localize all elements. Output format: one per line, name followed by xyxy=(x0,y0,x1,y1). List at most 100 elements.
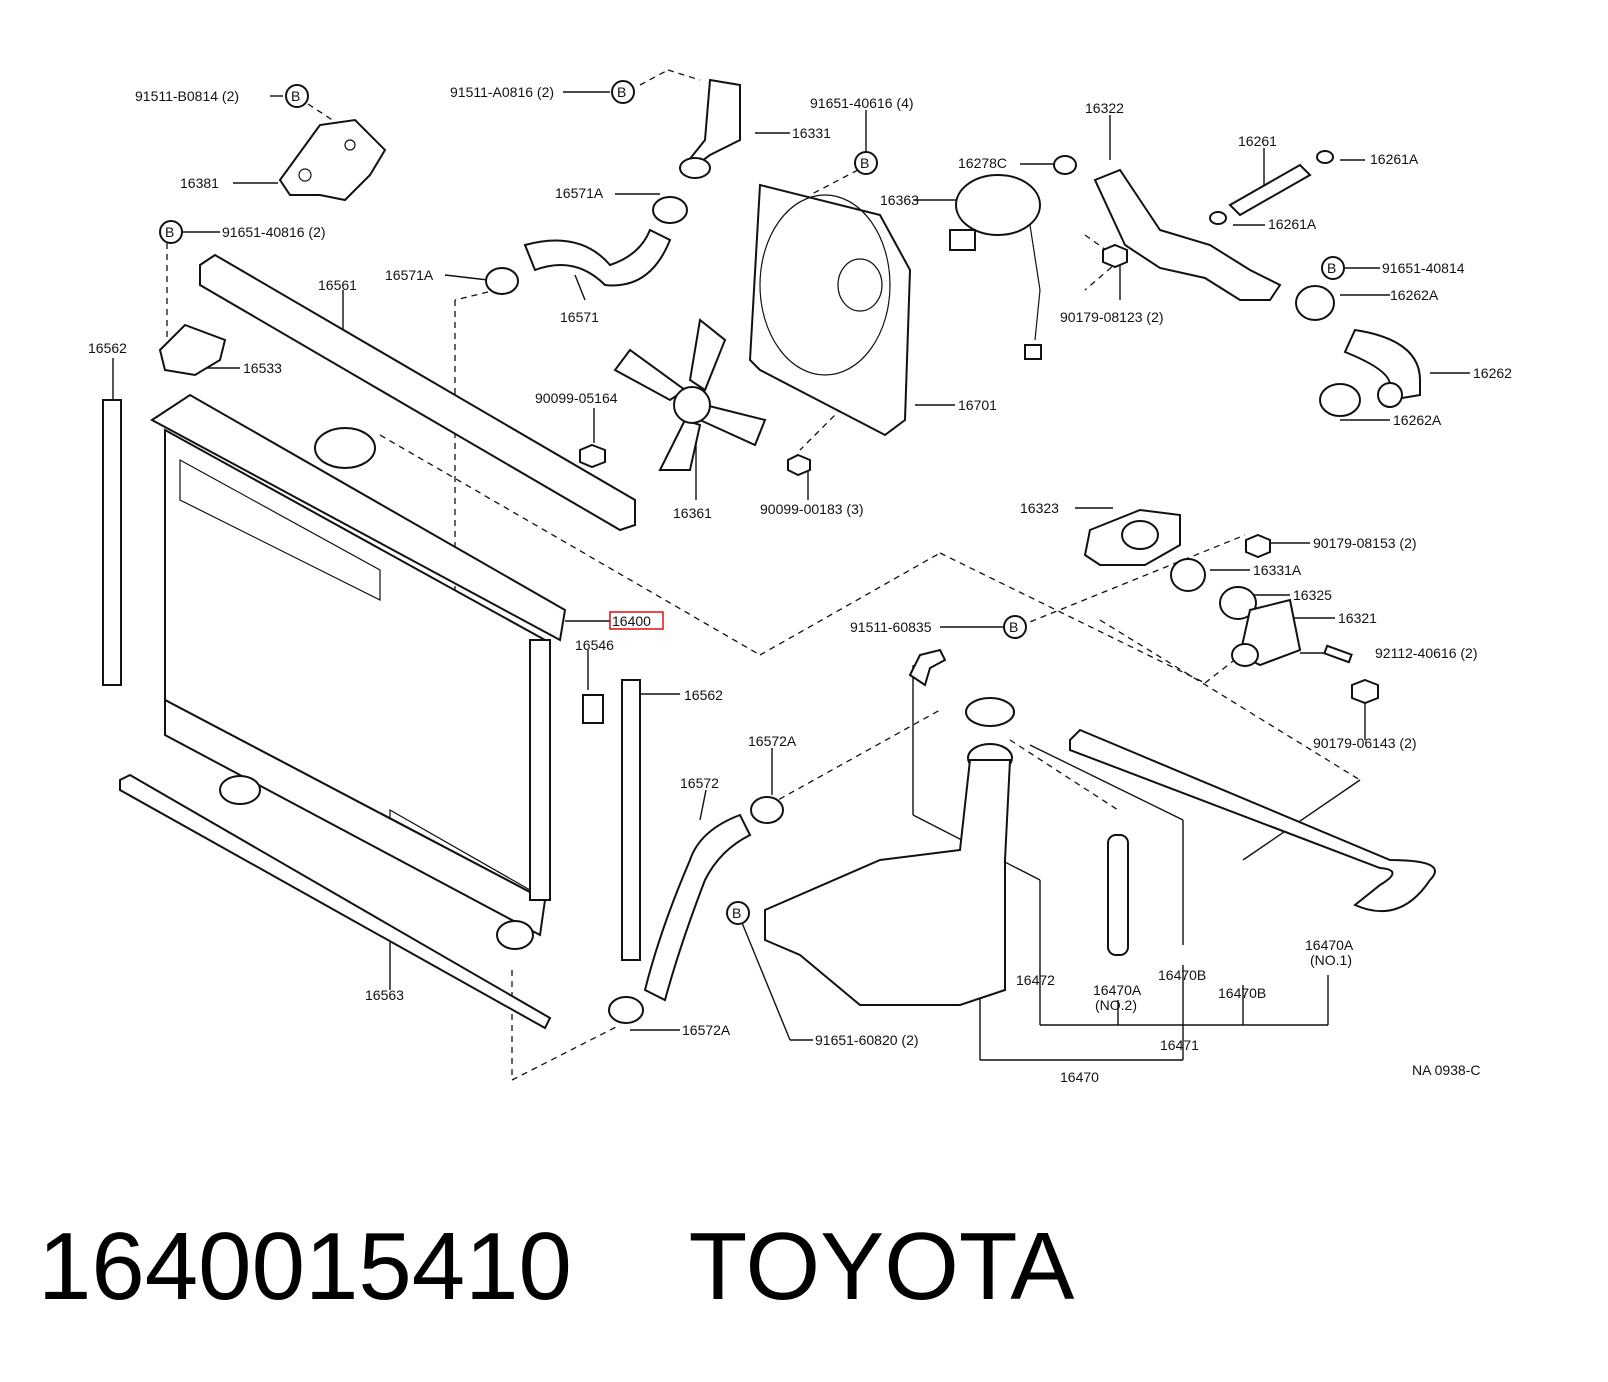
part-clamp-16571A-top xyxy=(652,196,688,224)
part-label: 16321 xyxy=(1338,610,1377,626)
bolt-symbol-circle xyxy=(611,80,635,104)
part-label: 91511-60835 xyxy=(850,619,932,635)
part-label: 90179-08123 (2) xyxy=(1060,309,1164,325)
part-stud-92112-40616 xyxy=(1323,644,1353,664)
part-clamp-16262A-bottom xyxy=(1319,383,1361,417)
part-label: 90099-05164 xyxy=(535,390,618,406)
bolt-symbols: B B B B B B B xyxy=(159,80,1345,925)
part-pad-16546 xyxy=(582,694,604,724)
figure-code: NA 0938-C xyxy=(1412,1062,1480,1078)
part-oring-16278C xyxy=(1053,155,1077,175)
part-label: 16470 xyxy=(1060,1069,1099,1085)
bolt-symbol: B xyxy=(1327,260,1336,276)
part-label: 16261A xyxy=(1370,151,1419,167)
part-label: 16572A xyxy=(682,1022,731,1038)
part-hose-16261 xyxy=(1209,150,1334,225)
part-hose-16470A-no1 xyxy=(1069,728,1436,913)
part-label: 16361 xyxy=(673,505,712,521)
bolt-symbol: B xyxy=(291,88,300,104)
bolt-symbol: B xyxy=(732,905,741,921)
part-bolt-90099-00183 xyxy=(787,453,811,477)
part-fan-16361 xyxy=(613,318,767,471)
part-seal-16562-left xyxy=(102,399,122,686)
part-nut-90179-08153 xyxy=(1245,533,1271,559)
part-label: 16470B xyxy=(1218,985,1266,1001)
part-pipe-16322 xyxy=(1093,168,1282,301)
part-thermostat-16331A xyxy=(1170,558,1206,592)
part-label: 16325 xyxy=(1293,587,1332,603)
parts-diagram: B B B B B B B 91511-B0814 (2) 91511-A081… xyxy=(88,69,1512,1085)
part-label: 16331A xyxy=(1253,562,1302,578)
part-label: 16331 xyxy=(792,125,831,141)
part-label: 16546 xyxy=(575,637,614,653)
part-nut-90179-06143 xyxy=(1351,678,1379,705)
part-hose-16262 xyxy=(1343,328,1421,408)
part-label: 16561 xyxy=(318,277,357,293)
bolt-symbol: B xyxy=(165,224,174,240)
part-bracket-16381 xyxy=(278,118,387,202)
part-radiator-16400 xyxy=(150,393,567,950)
caption: 1640015410 TOYOTA xyxy=(38,1212,1578,1332)
part-label: 16262 xyxy=(1473,365,1512,381)
part-label: 16278C xyxy=(958,155,1007,171)
part-clamp-16571A-left xyxy=(485,267,519,295)
part-label: 16562 xyxy=(88,340,127,356)
part-seal-16563 xyxy=(119,773,552,1030)
part-hose-16331 xyxy=(679,78,741,179)
part-label-highlighted: 16400 xyxy=(612,613,651,629)
bolt-symbol-circle xyxy=(159,220,183,244)
brand-name: TOYOTA xyxy=(688,1213,1075,1320)
part-inlet-16321 xyxy=(1231,598,1302,667)
part-label: 16572A xyxy=(748,733,797,749)
part-label: 92112-40616 (2) xyxy=(1375,645,1477,661)
part-label: 16701 xyxy=(958,397,997,413)
part-number: 1640015410 xyxy=(38,1213,572,1320)
part-hose-16470A-no2 xyxy=(1107,834,1129,956)
part-label: 16572 xyxy=(680,775,719,791)
part-hose-16571 xyxy=(523,228,672,287)
part-clamp-16572A-bottom xyxy=(608,996,644,1024)
bolt-symbol-circle xyxy=(1003,615,1027,639)
part-label: 16562 xyxy=(684,687,723,703)
part-label: 91651-40814 xyxy=(1382,260,1465,276)
part-label: 91651-40816 (2) xyxy=(222,224,326,240)
part-label: 16363 xyxy=(880,192,919,208)
bolt-symbol: B xyxy=(617,84,626,100)
part-label: 16381 xyxy=(180,175,219,191)
bolt-symbol-circle xyxy=(285,84,309,108)
part-housing-16323 xyxy=(1083,508,1181,566)
part-label: 16261A xyxy=(1268,216,1317,232)
part-nut-90099-05164 xyxy=(579,443,606,469)
part-label: 16470A xyxy=(1305,937,1354,953)
part-fan-motor-16363 xyxy=(949,174,1042,360)
part-bracket-16533 xyxy=(158,323,227,377)
part-label: 16470B xyxy=(1158,967,1206,983)
part-label: (NO.1) xyxy=(1310,952,1352,968)
part-label: 16322 xyxy=(1085,100,1124,116)
bolt-symbol-circle xyxy=(854,151,878,175)
part-label: 91651-60820 (2) xyxy=(815,1032,919,1048)
part-nut-90179-08123 xyxy=(1102,243,1128,269)
part-label: 16262A xyxy=(1393,412,1442,428)
part-label: 16471 xyxy=(1160,1037,1199,1053)
part-label: 16571A xyxy=(385,267,434,283)
bolt-symbol: B xyxy=(1009,619,1018,635)
part-fan-shroud-16701 xyxy=(748,183,912,437)
part-label: 90179-06143 (2) xyxy=(1313,735,1417,751)
part-label: 16262A xyxy=(1390,287,1439,303)
part-gasket-16325 xyxy=(1219,586,1257,620)
bolt-symbol: B xyxy=(860,155,869,171)
part-label: 16261 xyxy=(1238,133,1277,149)
part-seal-16562-right xyxy=(621,679,641,961)
part-label: (NO.2) xyxy=(1095,997,1137,1013)
part-label: 16563 xyxy=(365,987,404,1003)
part-label: 90099-00183 (3) xyxy=(760,501,864,517)
part-label: 16533 xyxy=(243,360,282,376)
part-label: 91511-A0816 (2) xyxy=(450,84,554,100)
part-label: 16472 xyxy=(1016,972,1055,988)
part-label: 16470A xyxy=(1093,982,1142,998)
part-clamp-16262A-top xyxy=(1295,285,1335,321)
part-reservoir-16470 xyxy=(764,759,1012,1006)
part-label: 90179-08153 (2) xyxy=(1313,535,1417,551)
part-label: 16323 xyxy=(1020,500,1059,516)
